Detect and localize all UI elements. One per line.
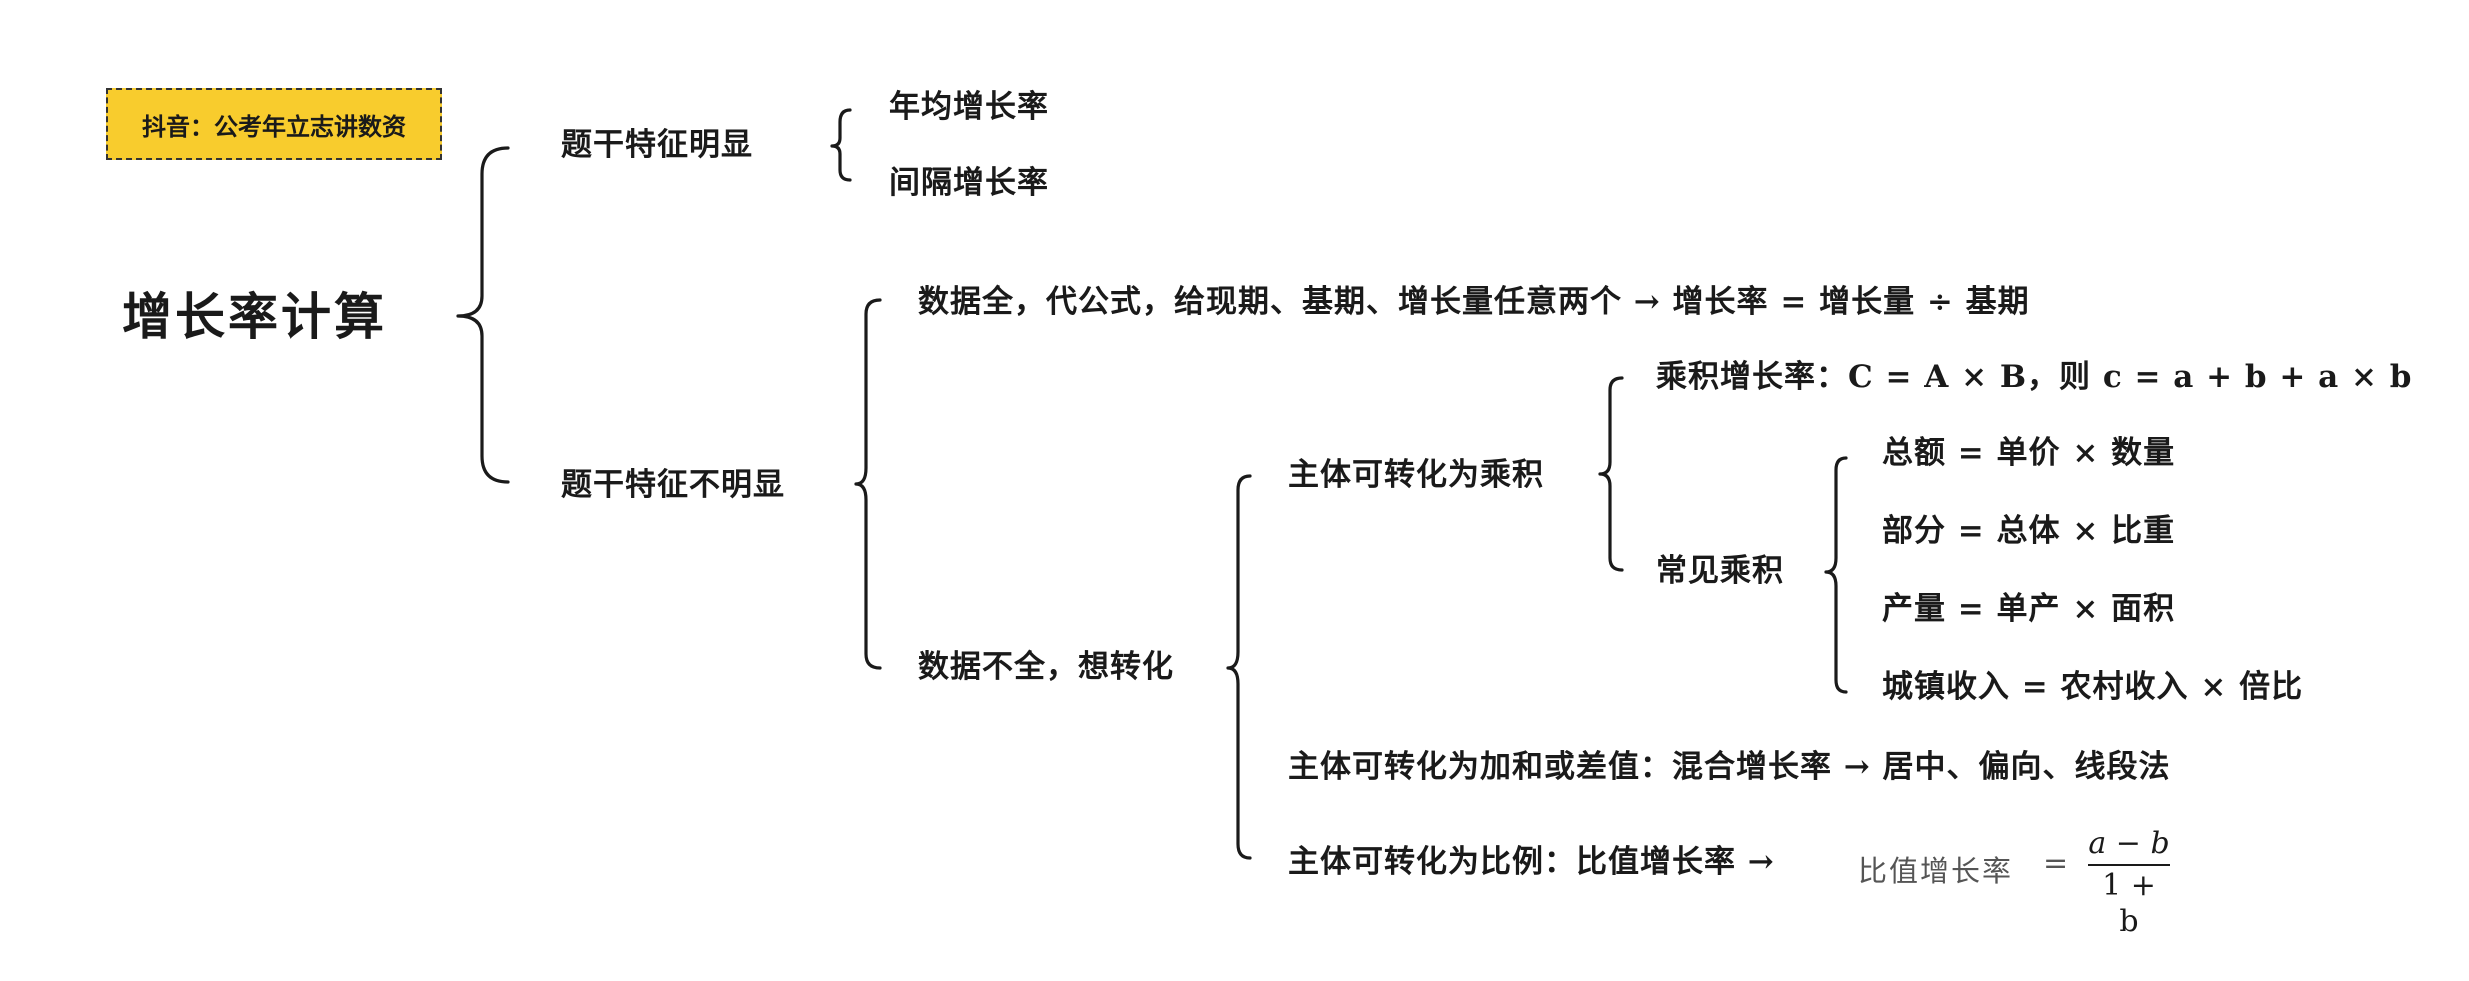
fraction-denominator: 1 + b xyxy=(2102,868,2156,939)
product-node: 主体可转化为乘积 xyxy=(1288,457,1544,493)
root-brace xyxy=(456,146,510,484)
fraction-bar xyxy=(2088,864,2170,866)
ratio-node: 主体可转化为比例：比值增长率 → xyxy=(1288,844,1775,880)
common-item: 部分 = 总体 × 比重 xyxy=(1882,513,2176,549)
leaf-annual-rate: 年均增长率 xyxy=(889,89,1049,125)
common-brace xyxy=(1824,456,1848,694)
sum-diff-node: 主体可转化为加和或差值：混合增长率 → 居中、偏向、线段法 xyxy=(1288,749,2171,785)
common-item: 总额 = 单价 × 数量 xyxy=(1882,435,2176,471)
leaf-interval-rate: 间隔增长率 xyxy=(889,165,1049,201)
common-products-node: 常见乘积 xyxy=(1656,553,1784,589)
ratio-fraction: a − b 1 + b xyxy=(2088,826,2170,940)
branch-not-obvious: 题干特征不明显 xyxy=(561,467,785,503)
data-partial-brace xyxy=(1226,474,1252,860)
obvious-brace xyxy=(830,108,852,182)
not-obvious-brace xyxy=(854,298,882,670)
fraction-numerator: a − b xyxy=(2088,826,2170,861)
root-node: 增长率计算 xyxy=(122,287,387,346)
branch-obvious: 题干特征明显 xyxy=(561,127,753,163)
product-brace xyxy=(1598,376,1624,572)
common-item: 城镇收入 = 农村收入 × 倍比 xyxy=(1882,669,2304,705)
data-full-rule: 数据全，代公式，给现期、基期、增长量任意两个 → 增长率 = 增长量 ÷ 基期 xyxy=(918,284,2030,320)
common-item: 产量 = 单产 × 面积 xyxy=(1882,591,2176,627)
ratio-equals: = xyxy=(2043,846,2069,881)
watermark-tag: 抖音：公考年立志讲数资 xyxy=(106,88,442,160)
ratio-formula-label: 比值增长率 xyxy=(1858,854,2014,888)
data-partial-node: 数据不全，想转化 xyxy=(918,649,1174,685)
product-rate-formula: 乘积增长率：C = A × B，则 c = a + b + a × b xyxy=(1656,359,2413,395)
